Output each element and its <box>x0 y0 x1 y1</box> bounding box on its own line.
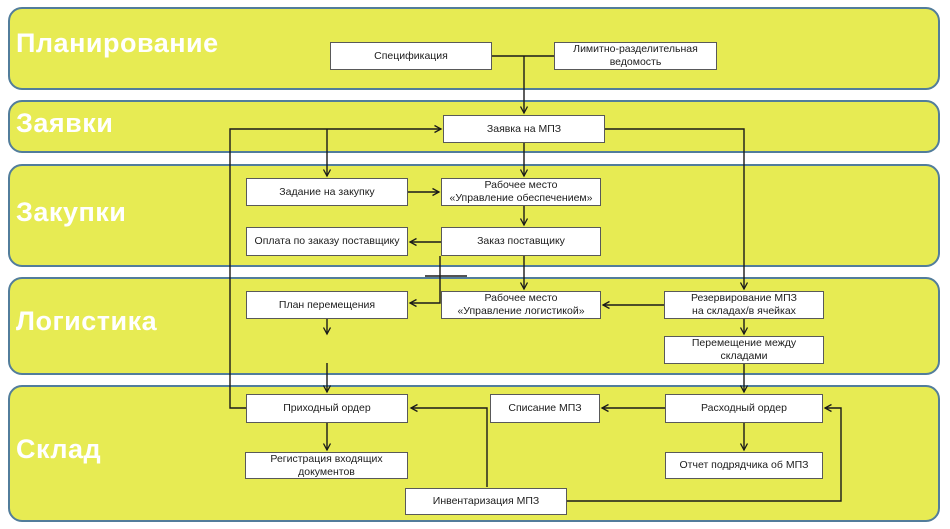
node-otchet: Отчет подрядчика об МПЗ <box>665 452 823 479</box>
lane-label-planirovanie: Планирование <box>16 28 219 58</box>
lane-label-sklad: Склад <box>16 434 102 464</box>
node-zadanie-zakupka: Задание на закупку <box>246 178 408 206</box>
node-rm-obespechenie: Рабочее место «Управление обеспечением» <box>441 178 601 206</box>
node-rm-logistika: Рабочее место «Управление логистикой» <box>441 291 601 319</box>
node-zayavka: Заявка на МПЗ <box>443 115 605 143</box>
lane-label-logistika: Логистика <box>16 306 158 336</box>
node-oplata: Оплата по заказу поставщику <box>246 227 408 256</box>
lane-label-zakupki: Закупки <box>16 197 127 227</box>
node-spisanie: Списание МПЗ <box>490 394 600 423</box>
node-inventarizaciya: Инвентаризация МПЗ <box>405 488 567 515</box>
node-registraciya: Регистрация входящих документов <box>245 452 408 479</box>
node-prihodny-order: Приходный ордер <box>246 394 408 423</box>
lane-label-zayavki: Заявки <box>16 108 114 138</box>
node-limitka: Лимитно-разделительная ведомость <box>554 42 717 70</box>
node-rashodny-order: Расходный ордер <box>665 394 823 423</box>
node-plan-peremesh: План перемещения <box>246 291 408 319</box>
node-peremeshchenie: Перемещение между складами <box>664 336 824 364</box>
node-rezervirovanie: Резервирование МПЗ на складах/в ячейках <box>664 291 824 319</box>
node-zakaz: Заказ поставщику <box>441 227 601 256</box>
node-specifikaciya: Спецификация <box>330 42 492 70</box>
